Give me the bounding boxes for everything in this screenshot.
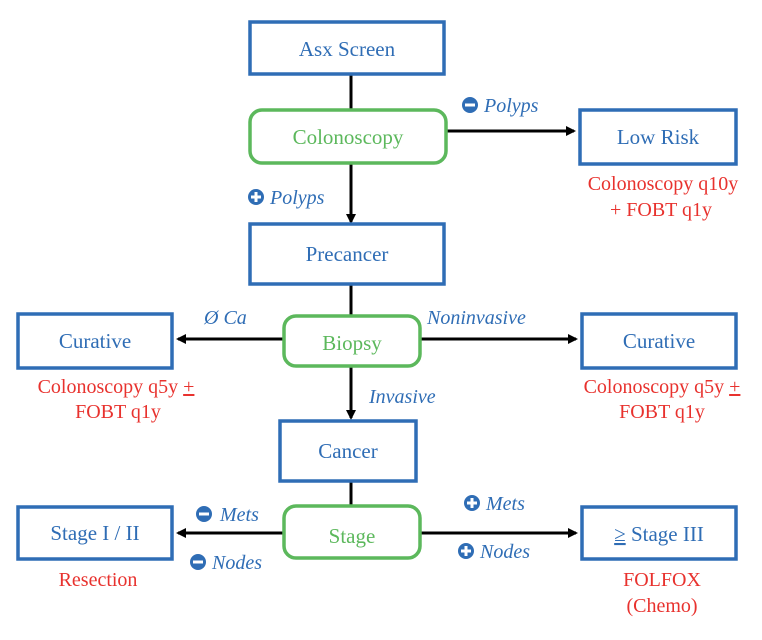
low-risk-recommendation-line2: + FOBT q1y [610,199,712,221]
curative-right-label: Curative [623,329,695,353]
colonoscopy-box [248,108,448,165]
cancer-box [278,419,418,483]
minus-circle-icon [196,506,212,522]
low-risk-label: Low Risk [617,125,700,149]
stage-i-ii-label: Stage I / II [50,521,139,545]
stage-iii-label: ≥ Stage III [614,522,704,546]
stage-i-ii-recommendation: Resection [59,569,138,591]
stage-iii-recommendation-line2: (Chemo) [626,595,697,617]
cancer-label: Cancer [318,439,377,463]
asx-screen-label: Asx Screen [299,37,396,61]
sign-icons [190,97,480,570]
curative-left-rec-text: Colonoscopy q5y [38,376,184,398]
edge-label-pos-mets: Mets [485,493,525,515]
edge-label-neg-nodes: Nodes [211,552,262,574]
plus-circle-icon [458,543,474,559]
low-risk-box [578,108,738,166]
low-risk-recommendation-line1: Colonoscopy q10y [588,173,739,195]
edge-label-pos-nodes: Nodes [479,541,530,563]
plus-circle-icon [464,495,480,511]
plus-minus-symbol: + [183,376,194,398]
stage-i-ii-box [16,505,174,561]
precancer-box [248,222,446,286]
connectors [176,74,578,538]
curative-right-rec-text: Colonoscopy q5y [584,376,730,398]
curative-left-recommendation-line2: FOBT q1y [75,401,161,423]
colonoscopy-label: Colonoscopy [293,125,404,149]
edge-label-invasive: Invasive [368,386,436,408]
curative-right-box [580,312,738,370]
minus-circle-icon [190,554,206,570]
edge-label-neg-mets: Mets [219,504,259,526]
edge-label-pos-polyps: Polyps [269,187,325,209]
curative-right-recommendation-line2: FOBT q1y [619,401,705,423]
stage-iii-box [580,505,738,561]
stage-iii-text: Stage III [631,522,704,546]
precancer-label: Precancer [306,242,389,266]
biopsy-label: Biopsy [322,331,382,355]
edge-label-noninvasive: Noninvasive [426,307,526,329]
curative-left-box [16,312,174,370]
plus-minus-symbol: + [729,376,740,398]
stage-box [282,504,422,560]
curative-right-recommendation-line1: Colonoscopy q5y + [584,376,741,398]
biopsy-box [282,314,422,368]
asx-screen-box [248,20,446,76]
minus-circle-icon [462,97,478,113]
curative-left-recommendation-line1: Colonoscopy q5y + [38,376,195,398]
greater-equal-symbol: ≥ [614,522,626,546]
edge-label-neg-polyps: Polyps [483,95,539,117]
plus-circle-icon [248,189,264,205]
curative-left-label: Curative [59,329,131,353]
stage-iii-recommendation-line1: FOLFOX [623,569,701,591]
stage-label: Stage [329,524,376,548]
edge-label-no-ca: Ø Ca [203,307,247,329]
